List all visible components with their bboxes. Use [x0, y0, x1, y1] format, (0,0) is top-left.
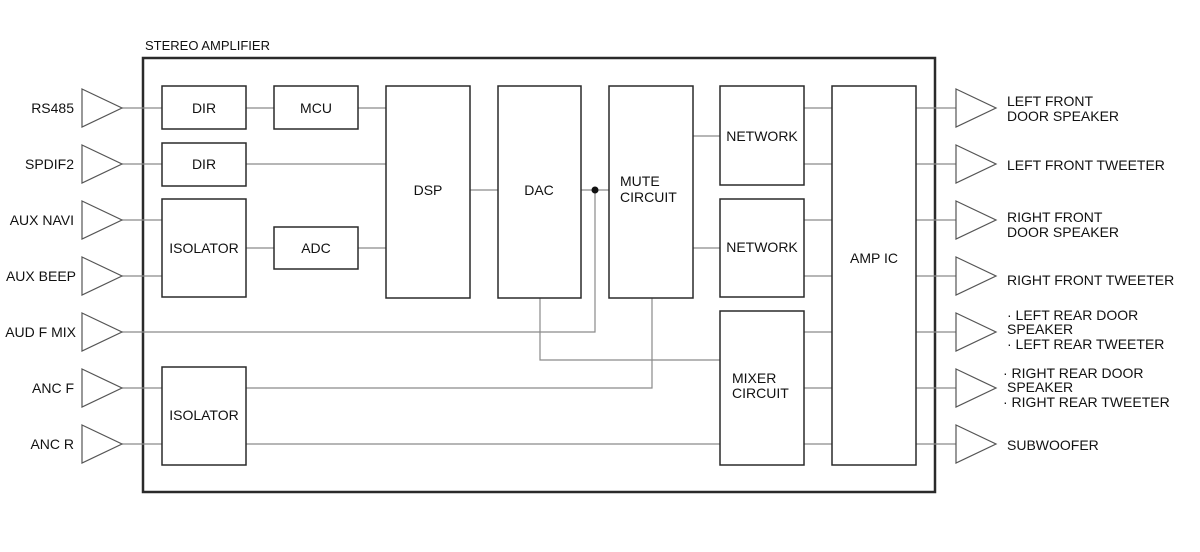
- output-label-left-front-door-speaker: LEFT FRONT DOOR SPEAKER: [1007, 93, 1119, 124]
- input-triangle: [81, 312, 124, 352]
- output-label-line: LEFT FRONT TWEETER: [1007, 157, 1165, 173]
- output-label-subwoofer: SUBWOOFER: [1007, 437, 1099, 453]
- dir-block-2: [161, 142, 247, 187]
- output-label-line: SPEAKER: [1007, 321, 1073, 337]
- output-triangle: [955, 88, 998, 128]
- output-label-line: SUBWOOFER: [1007, 437, 1099, 453]
- output-label-line: DOOR SPEAKER: [1007, 108, 1119, 124]
- input-triangle: [81, 256, 124, 296]
- output-label-right-front-tweeter: RIGHT FRONT TWEETER: [1007, 272, 1174, 288]
- input-triangle: [81, 88, 124, 128]
- isolator-block-2-label: ISOLATOR: [169, 407, 239, 423]
- output-triangle: [955, 368, 998, 408]
- network-block-2: [719, 198, 805, 298]
- diagram-title: STEREO AMPLIFIER: [145, 38, 270, 53]
- input-label-spdif2: SPDIF2: [25, 156, 74, 172]
- output-label-line: · RIGHT REAR DOOR: [1003, 365, 1144, 381]
- input-label-aux-beep: AUX BEEP: [6, 268, 76, 284]
- output-triangle: [955, 200, 998, 240]
- mute-circuit-label-line2: CIRCUIT: [620, 189, 677, 205]
- adc-block-label: ADC: [301, 240, 331, 256]
- network-block-2-label: NETWORK: [726, 239, 798, 255]
- input-label-anc-r: ANC R: [30, 436, 74, 452]
- blocks: DIR MCU DIR ISOLATOR ADC DSP DAC MUTE CI…: [161, 85, 917, 466]
- isolator-block-1: [161, 198, 247, 298]
- dir-block-2-label: DIR: [192, 156, 216, 172]
- output-label-line: DOOR SPEAKER: [1007, 224, 1119, 240]
- dsp-block-label: DSP: [414, 182, 443, 198]
- input-triangle: [81, 144, 124, 184]
- mixer-circuit-block: [719, 310, 805, 466]
- input-label-rs485: RS485: [31, 100, 74, 116]
- mixer-circuit-label-line1: MIXER: [732, 370, 776, 386]
- input-triangle: [81, 200, 124, 240]
- output-label-line: RIGHT FRONT: [1007, 209, 1103, 225]
- output-label-line: · LEFT REAR TWEETER: [1007, 336, 1164, 352]
- mixer-circuit-label-line2: CIRCUIT: [732, 385, 789, 401]
- input-ports: RS485 SPDIF2 AUX NAVI AUX BEEP AUD F MIX…: [5, 88, 124, 464]
- amp-ic-block-label: AMP IC: [850, 250, 898, 266]
- dac-block-label: DAC: [524, 182, 554, 198]
- mute-circuit-label-line1: MUTE: [620, 173, 660, 189]
- junction-dot: [591, 186, 599, 194]
- output-triangle: [955, 424, 998, 464]
- output-triangle: [955, 144, 998, 184]
- isolator-block-2: [161, 366, 247, 466]
- dsp-block: [385, 85, 471, 299]
- input-label-aud-f-mix: AUD F MIX: [5, 324, 76, 340]
- output-label-left-rear: · LEFT REAR DOOR SPEAKER · LEFT REAR TWE…: [1007, 307, 1164, 352]
- stereo-amplifier-enclosure: [141, 56, 937, 494]
- input-triangle: [81, 368, 124, 408]
- output-label-right-front-door-speaker: RIGHT FRONT DOOR SPEAKER: [1007, 209, 1119, 240]
- network-block-1-label: NETWORK: [726, 128, 798, 144]
- mcu-block: [273, 85, 359, 130]
- network-block-1: [719, 85, 805, 186]
- output-label-left-front-tweeter: LEFT FRONT TWEETER: [1007, 157, 1165, 173]
- output-label-line: SPEAKER: [1007, 379, 1073, 395]
- input-label-aux-navi: AUX NAVI: [10, 212, 74, 228]
- output-label-line: LEFT FRONT: [1007, 93, 1094, 109]
- dac-block: [497, 85, 582, 299]
- output-ports: LEFT FRONT DOOR SPEAKER LEFT FRONT TWEET…: [955, 88, 1174, 464]
- adc-block: [273, 226, 359, 270]
- mute-circuit-block: [608, 85, 694, 299]
- wires: [122, 107, 956, 445]
- output-triangle: [955, 256, 998, 296]
- dir-block-1: [161, 85, 247, 130]
- output-label-line: · RIGHT REAR TWEETER: [1003, 394, 1170, 410]
- output-label-line: · LEFT REAR DOOR: [1007, 307, 1138, 323]
- dir-block-1-label: DIR: [192, 100, 216, 116]
- isolator-block-1-label: ISOLATOR: [169, 240, 239, 256]
- mcu-block-label: MCU: [300, 100, 332, 116]
- input-label-anc-f: ANC F: [32, 380, 74, 396]
- output-label-line: RIGHT FRONT TWEETER: [1007, 272, 1174, 288]
- input-triangle: [81, 424, 124, 464]
- output-triangle: [955, 312, 998, 352]
- output-label-right-rear: · RIGHT REAR DOOR SPEAKER · RIGHT REAR T…: [1003, 365, 1170, 410]
- amp-ic-block: [831, 85, 917, 466]
